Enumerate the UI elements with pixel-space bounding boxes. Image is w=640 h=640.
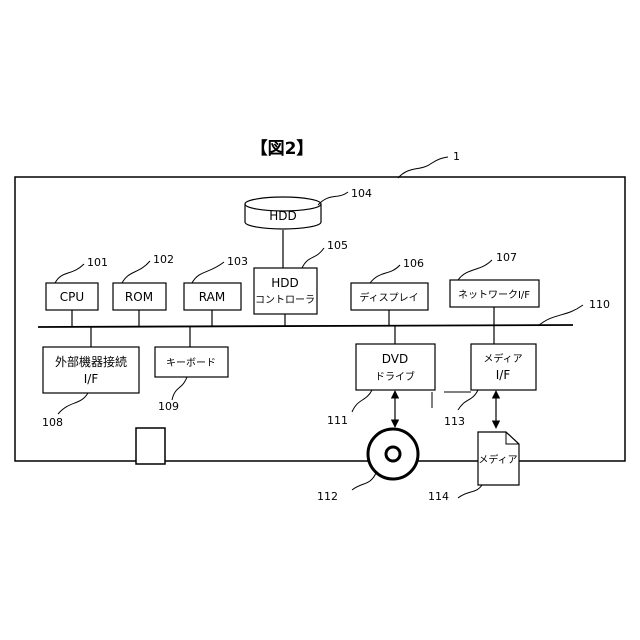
- media-if-box: [471, 344, 536, 390]
- hdd-controller-label-1: HDD: [271, 276, 299, 290]
- ext-if-ref-number: 108: [42, 416, 63, 429]
- figure-title: 【図2】: [251, 138, 314, 159]
- rom-ref-number: 102: [153, 253, 174, 266]
- cpu-ref-number: 101: [87, 256, 108, 269]
- media-if-label-2: I/F: [496, 368, 511, 382]
- rom-label: ROM: [125, 290, 153, 304]
- display-label: ディスプレイ: [359, 291, 418, 304]
- system-ref-leader: [398, 157, 448, 178]
- ext-if-label-1: 外部機器接続: [55, 354, 127, 369]
- network-if-ref-leader: [458, 260, 492, 280]
- media-if-ref-number: 113: [444, 415, 465, 428]
- rom-ref-leader: [122, 261, 150, 283]
- ram-ref-leader: [192, 262, 224, 283]
- ext-if-label-2: I/F: [84, 372, 99, 386]
- network-if-label: ネットワークI/F: [458, 289, 530, 301]
- dvd-disc-ref-leader: [352, 473, 376, 490]
- dvd-drive-ref-number: 111: [327, 414, 348, 427]
- display-ref-number: 106: [403, 257, 424, 270]
- dvd-disc-ref-number: 112: [317, 490, 338, 503]
- ram-ref-number: 103: [227, 255, 248, 268]
- cpu-ref-leader: [55, 264, 84, 283]
- dvd-drive-ref-leader: [352, 390, 372, 412]
- ext-if-ref-leader: [58, 393, 88, 414]
- bus-ref-leader: [538, 305, 583, 326]
- keyboard-ref-leader: [172, 377, 187, 400]
- hdd-controller-ref-leader: [302, 248, 324, 268]
- system-ref-number: 1: [453, 150, 460, 163]
- display-ref-leader: [370, 265, 400, 283]
- hdd-ref-number: 104: [351, 187, 372, 200]
- hdd-disk: HDD: [245, 197, 321, 229]
- ram-label: RAM: [199, 290, 225, 304]
- system-bus: [38, 325, 573, 327]
- media-if-label-1: メディア: [483, 352, 522, 365]
- dvd-drive-label-2: ドライブ: [375, 370, 415, 383]
- keyboard-label: キーボード: [166, 357, 216, 369]
- dvd-drive-box: [356, 344, 435, 390]
- media-card-label: メディア: [478, 453, 517, 466]
- media-card-ref-number: 114: [428, 490, 449, 503]
- hdd-controller-label-2: コントローラ: [255, 294, 315, 306]
- external-connector: [136, 428, 165, 464]
- keyboard-ref-number: 109: [158, 400, 179, 413]
- hdd-controller-box: [254, 268, 317, 314]
- ext-if-box: [43, 347, 139, 393]
- hdd-label: HDD: [269, 209, 297, 223]
- bus-ref-number: 110: [589, 298, 610, 311]
- media-card: メディア: [478, 432, 519, 485]
- network-if-ref-number: 107: [496, 251, 517, 264]
- dvd-drive-label-1: DVD: [382, 352, 408, 366]
- hdd-controller-ref-number: 105: [327, 239, 348, 252]
- media-if-ref-leader: [458, 390, 478, 410]
- dvd-disc: [368, 429, 418, 479]
- cpu-label: CPU: [60, 290, 84, 304]
- hdd-ref-leader: [318, 192, 348, 205]
- media-if-slot-outline: [432, 392, 471, 408]
- media-card-ref-leader: [458, 485, 482, 498]
